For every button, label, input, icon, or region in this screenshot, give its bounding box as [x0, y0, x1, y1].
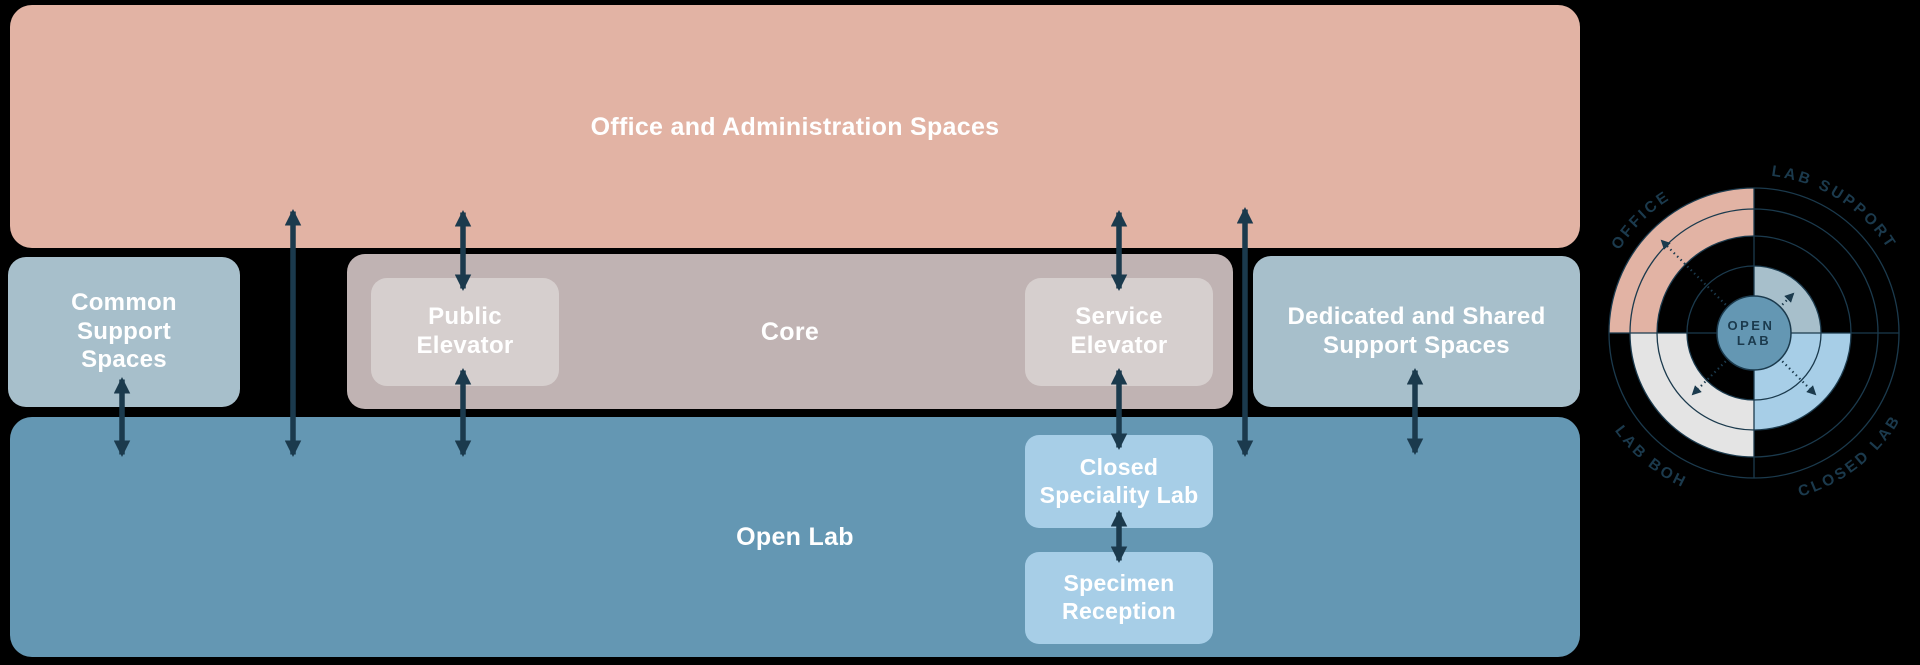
block-dedicated-shared-support-label: Dedicated and Shared Support Spaces	[1287, 302, 1546, 359]
center-open-lab-circle	[1716, 295, 1792, 371]
dotted-arrow-lab-boh	[1691, 360, 1727, 396]
center-open-lab-label: OPEN LAB	[1728, 318, 1781, 348]
radial-zoning-diagram: OPEN LAB OFFICE LAB SUPPORT LAB BOH CLOS…	[1608, 163, 1904, 501]
block-closed-speciality-lab-label: Closed Speciality Lab	[1039, 453, 1199, 508]
block-office-admin: Office and Administration Spaces	[10, 5, 1580, 248]
dotted-arrow-office	[1660, 239, 1727, 306]
block-common-support-label: Common Support Spaces	[71, 288, 177, 374]
block-core-label: Core	[760, 317, 820, 346]
block-open-lab-label: Open Lab	[736, 523, 854, 551]
block-closed-speciality-lab: Closed Speciality Lab	[1025, 435, 1213, 528]
block-service-elevator-label: Service Elevator	[1070, 303, 1168, 359]
dotted-arrow-closed-lab	[1781, 360, 1817, 396]
block-service-elevator: Service Elevator	[1025, 278, 1213, 386]
block-specimen-reception-label: Specimen Reception	[1062, 570, 1176, 624]
block-public-elevator: Public Elevator	[371, 278, 559, 386]
block-office-admin-label: Office and Administration Spaces	[590, 112, 1000, 141]
block-dedicated-shared-support: Dedicated and Shared Support Spaces	[1253, 256, 1580, 407]
block-specimen-reception: Specimen Reception	[1025, 552, 1213, 644]
block-public-elevator-label: Public Elevator	[416, 303, 514, 359]
block-common-support: Common Support Spaces	[8, 257, 240, 407]
arc-closed-lab	[1754, 333, 1851, 430]
radial-label-closed-lab: CLOSED LAB	[1796, 411, 1904, 500]
block-open-lab: Open Lab	[10, 417, 1580, 657]
